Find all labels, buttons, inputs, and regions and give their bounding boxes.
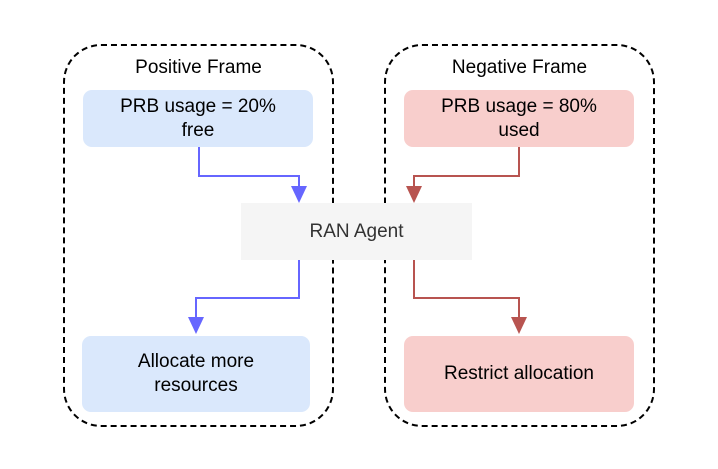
ran-agent-box: RAN Agent xyxy=(241,203,472,260)
arrow-negative-input-to-agent xyxy=(413,147,520,194)
ran-agent-label: RAN Agent xyxy=(309,220,404,242)
positive-output-label: Allocate more resources xyxy=(137,351,255,396)
positive-output-box: Allocate more resources xyxy=(82,336,310,412)
negative-frame-title: Negative Frame xyxy=(451,57,588,78)
arrow-agent-to-negative-output xyxy=(413,260,520,325)
negative-input-box: PRB usage = 80% used xyxy=(404,90,634,147)
arrowhead-negative-into-agent xyxy=(406,186,422,203)
arrow-agent-to-positive-output xyxy=(195,260,300,325)
arrowhead-negative-into-output xyxy=(511,317,527,334)
arrow-positive-input-to-agent xyxy=(198,147,300,194)
positive-input-label: PRB usage = 20% free xyxy=(120,95,276,141)
arrowhead-positive-into-agent xyxy=(291,186,307,203)
positive-frame-title: Positive Frame xyxy=(135,57,262,78)
negative-input-label: PRB usage = 80% used xyxy=(441,95,597,141)
positive-input-box: PRB usage = 20% free xyxy=(83,90,313,147)
negative-output-label: Restrict allocation xyxy=(444,363,594,384)
arrowhead-positive-into-output xyxy=(188,317,204,334)
negative-output-box: Restrict allocation xyxy=(404,336,634,412)
